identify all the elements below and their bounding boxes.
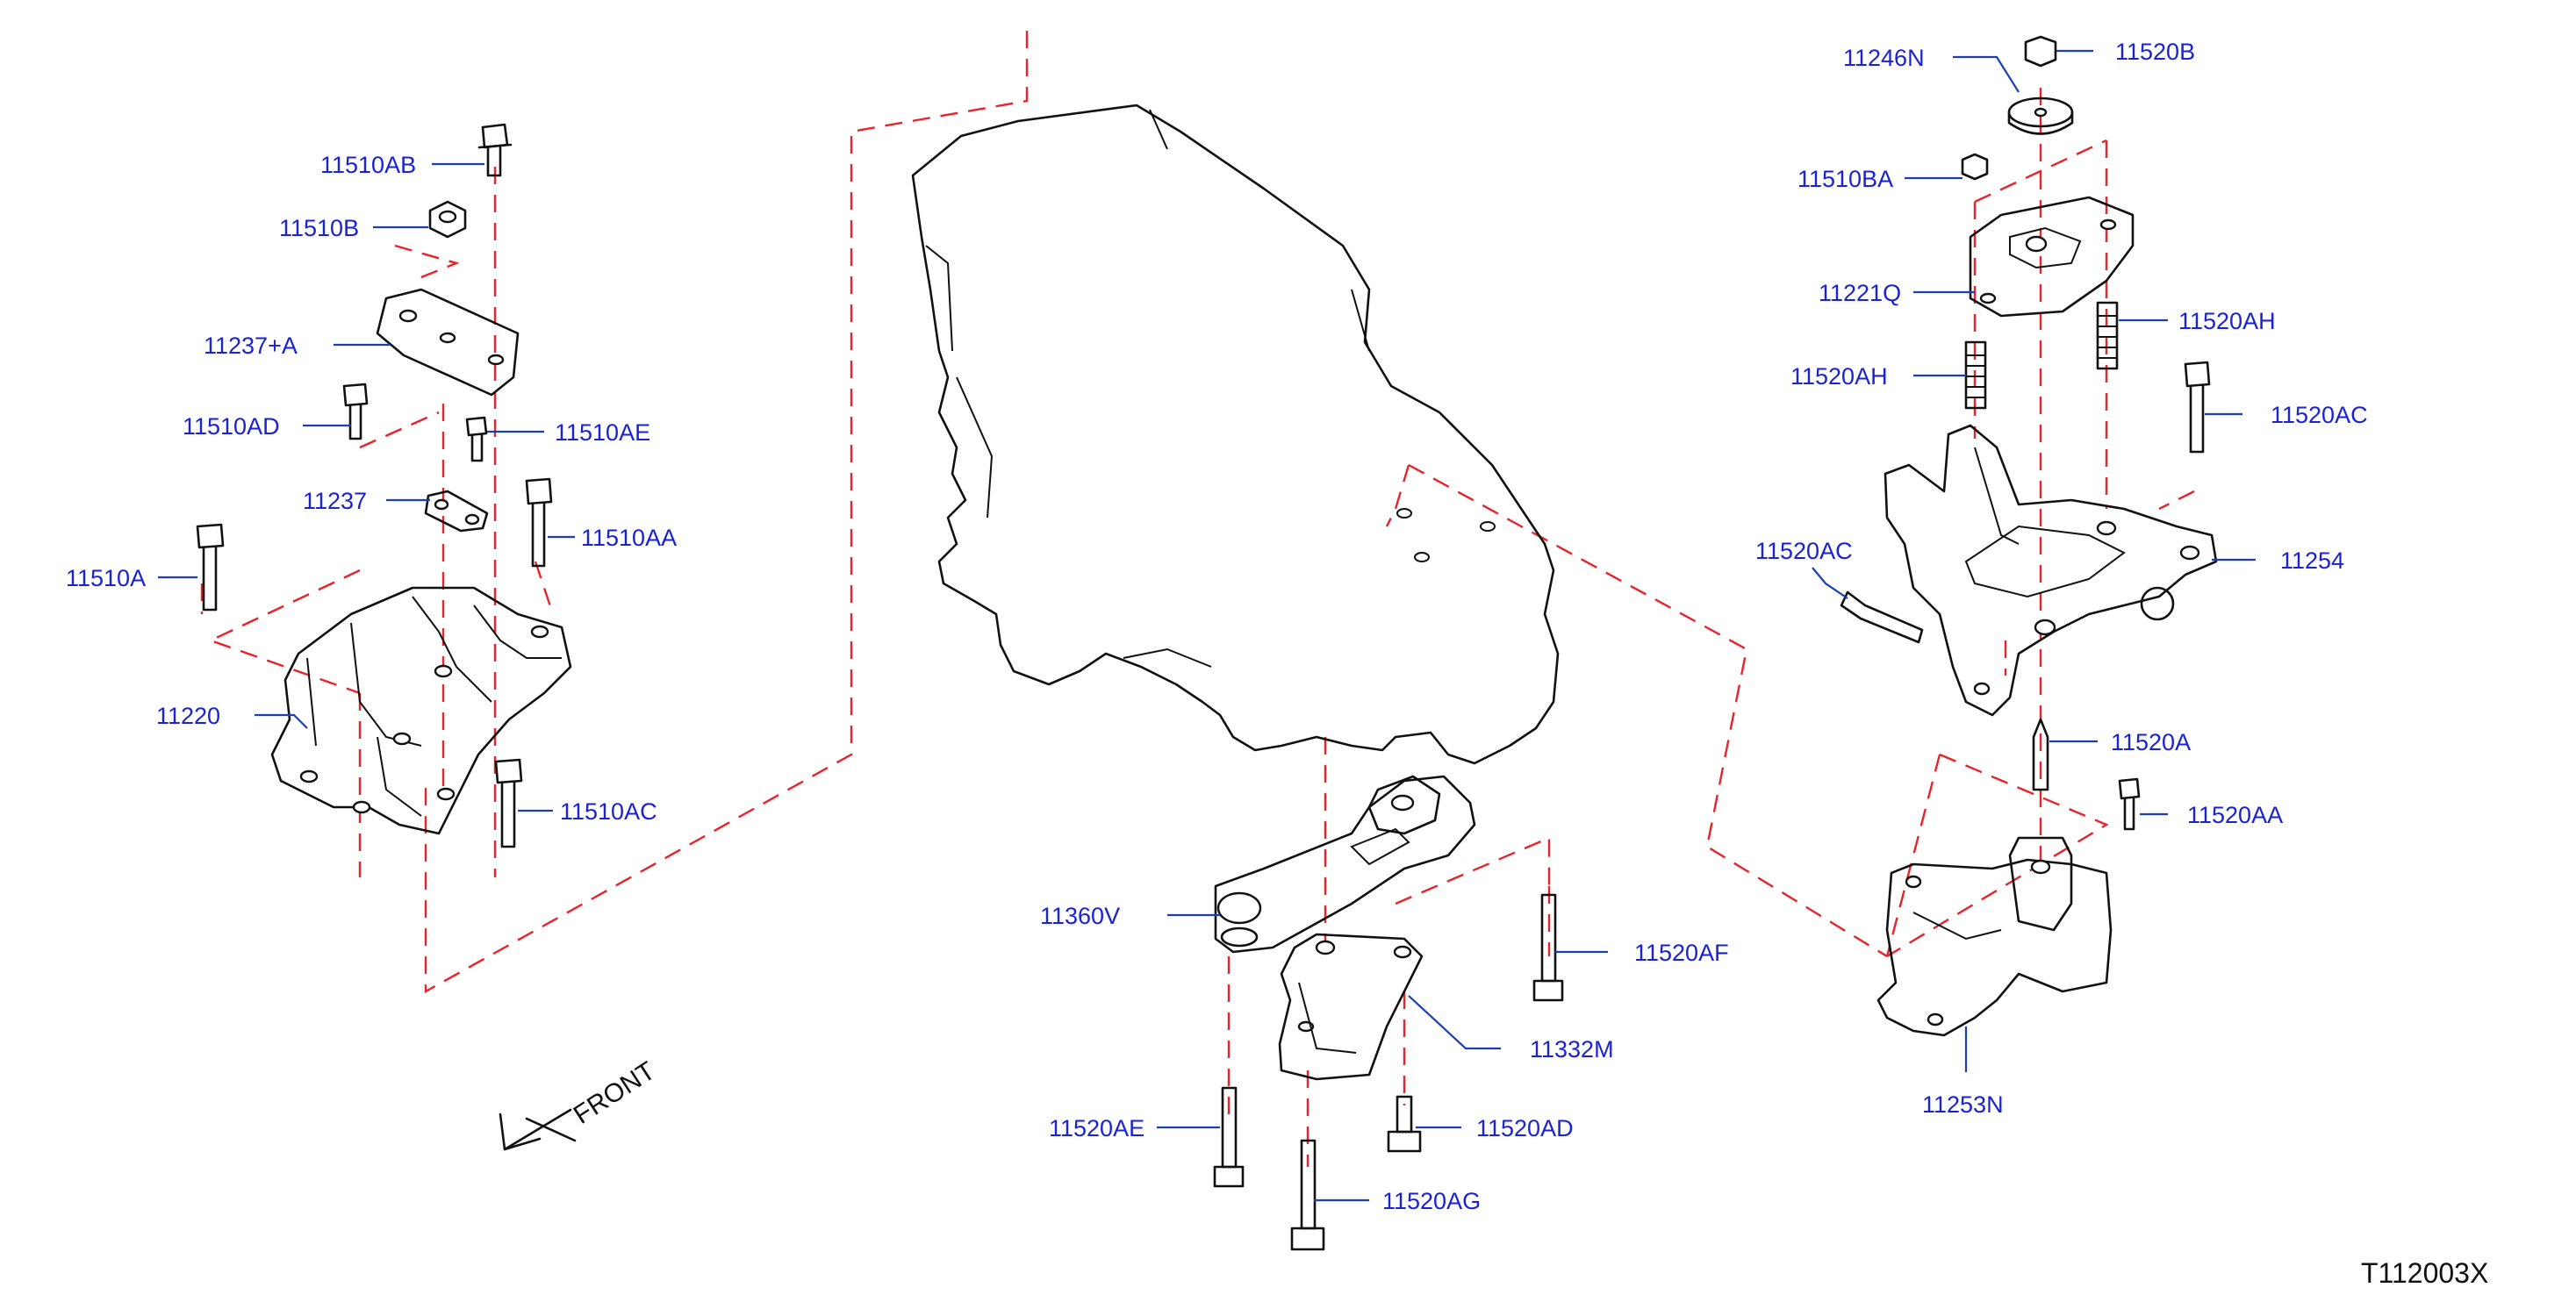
callout-11520AF[interactable]: 11520AF bbox=[1634, 940, 1729, 966]
front-label: FRONT bbox=[569, 1056, 661, 1130]
callout-leaders bbox=[158, 49, 2256, 1202]
bolt-11520AC-left bbox=[1840, 590, 1924, 644]
callout-11510AE-left[interactable]: 11510AE bbox=[555, 419, 650, 446]
center-mount-stack bbox=[1213, 775, 1564, 1251]
bolt-11510A bbox=[196, 523, 225, 612]
callout-11520B[interactable]: 11520B bbox=[2115, 39, 2195, 65]
callout-11253N[interactable]: 11253N bbox=[1922, 1091, 2004, 1118]
mount-11221Q bbox=[1969, 196, 2135, 318]
bolt-11520AE bbox=[1213, 1086, 1245, 1188]
assembly-centerlines bbox=[200, 31, 2195, 1167]
bolt-11520AG bbox=[1290, 1139, 1325, 1251]
callout-11520AH-right[interactable]: 11520AH bbox=[2178, 308, 2276, 334]
bolt-11510AB bbox=[477, 123, 513, 177]
callout-11237A[interactable]: 11237+A bbox=[204, 333, 298, 359]
callout-11510B[interactable]: 11510B bbox=[279, 215, 359, 241]
bracket-11332M bbox=[1278, 933, 1424, 1081]
bolt-11510AC bbox=[494, 758, 523, 848]
bolt-11520AA bbox=[2118, 777, 2141, 831]
mount-11220 bbox=[270, 586, 572, 835]
engine-block bbox=[911, 104, 1560, 765]
insulator-11246N bbox=[2007, 97, 2074, 135]
diagram-code: T112003X bbox=[2361, 1257, 2488, 1289]
bolt-11520AC-right bbox=[2184, 361, 2211, 454]
nut-11510B bbox=[428, 200, 467, 239]
bracket-11254 bbox=[1884, 424, 2218, 717]
bolt-11510AD bbox=[342, 383, 369, 440]
callout-11520AH-left[interactable]: 11520AH bbox=[1790, 363, 1888, 390]
left-mount-stack bbox=[196, 123, 572, 848]
callout-11520A[interactable]: 11520A bbox=[2111, 729, 2191, 755]
bolt-11510AE-left bbox=[465, 416, 488, 462]
callout-11510AC[interactable]: 11510AC bbox=[560, 798, 657, 825]
callout-11510AD[interactable]: 11510AD bbox=[183, 413, 280, 440]
front-arrow-icon bbox=[499, 1108, 577, 1151]
right-mount-stack bbox=[1840, 35, 2218, 1037]
callout-11237[interactable]: 11237 bbox=[303, 488, 367, 514]
bolt-11510AA bbox=[525, 477, 553, 568]
stud-11520AH-left bbox=[1964, 340, 1987, 410]
callout-11520AC-left[interactable]: 11520AC bbox=[1755, 538, 1853, 564]
callout-11510AA[interactable]: 11510AA bbox=[581, 525, 677, 551]
callout-11360V[interactable]: 11360V bbox=[1040, 903, 1120, 929]
nut-11510BA bbox=[1961, 153, 1989, 181]
callout-11520AD[interactable]: 11520AD bbox=[1476, 1115, 1574, 1141]
plate-11237 bbox=[424, 490, 489, 533]
callout-11520AC-right[interactable]: 11520AC bbox=[2271, 402, 2368, 428]
callout-11332M[interactable]: 11332M bbox=[1530, 1036, 1614, 1062]
callout-11510AB[interactable]: 11510AB bbox=[320, 152, 416, 178]
bolt-11520AF bbox=[1532, 893, 1564, 1002]
front-direction-indicator: FRONT bbox=[499, 1056, 661, 1151]
callout-11510BA[interactable]: 11510BA bbox=[1797, 166, 1893, 192]
callout-labels: 11510AB 11510B 11237+A 11510AD 11510AE 1… bbox=[66, 39, 2368, 1214]
callout-11520AA[interactable]: 11520AA bbox=[2187, 802, 2283, 828]
callout-11220[interactable]: 11220 bbox=[156, 703, 220, 729]
torque-rod-11360V bbox=[1214, 775, 1476, 954]
bracket-11237A bbox=[376, 288, 520, 397]
callout-11520AE[interactable]: 11520AE bbox=[1049, 1115, 1144, 1141]
bolt-11520A bbox=[2032, 718, 2049, 791]
callout-11510A[interactable]: 11510A bbox=[66, 565, 146, 591]
bracket-11253N bbox=[1876, 836, 2113, 1037]
callout-11254[interactable]: 11254 bbox=[2280, 547, 2344, 574]
callout-11246N[interactable]: 11246N bbox=[1843, 45, 1925, 71]
stud-11520AH-right bbox=[2096, 301, 2119, 370]
nut-11520B bbox=[2024, 35, 2057, 68]
callout-11221Q[interactable]: 11221Q bbox=[1819, 280, 1901, 306]
callout-11520AG[interactable]: 11520AG bbox=[1382, 1188, 1481, 1214]
bolt-11520AD bbox=[1387, 1095, 1422, 1153]
